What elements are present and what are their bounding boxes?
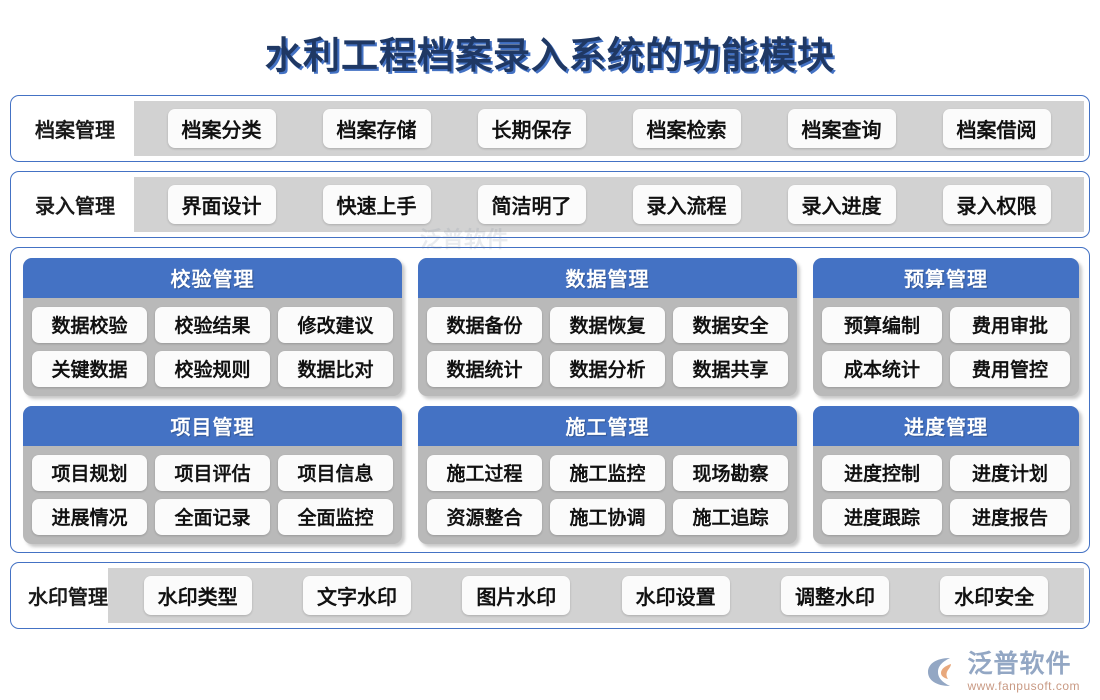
module-grid: 校验管理 数据校验 校验结果 修改建议 关键数据 校验规则 数据比对 数据管理 [10,247,1090,553]
card-item[interactable]: 进度计划 [950,455,1070,491]
band-item[interactable]: 水印设置 [621,576,730,615]
card-item[interactable]: 施工协调 [550,499,665,535]
card-item[interactable]: 进展情况 [32,499,147,535]
band-item[interactable]: 水印安全 [940,576,1049,615]
card-item[interactable]: 数据备份 [427,307,542,343]
band-label: 档案管理 [35,120,115,142]
card-item[interactable]: 全面记录 [155,499,270,535]
card-item[interactable]: 资源整合 [427,499,542,535]
band-item[interactable]: 档案查询 [787,109,896,148]
card-line: 施工过程 施工监控 现场勘察 [427,455,788,491]
card-line: 进展情况 全面记录 全面监控 [32,499,393,535]
card-item[interactable]: 施工追踪 [673,499,788,535]
card-item[interactable]: 项目评估 [155,455,270,491]
band-watermark-management: 水印管理 水印类型 文字水印 图片水印 水印设置 调整水印 水印安全 [10,562,1090,629]
card-project-management: 项目管理 项目规划 项目评估 项目信息 进展情况 全面记录 全面监控 [23,406,402,544]
card-title: 校验管理 [23,258,402,298]
band-item[interactable]: 界面设计 [167,185,276,224]
card-body: 施工过程 施工监控 现场勘察 资源整合 施工协调 施工追踪 [418,446,797,535]
fanpu-logo-icon [928,658,952,686]
card-data-management: 数据管理 数据备份 数据恢复 数据安全 数据统计 数据分析 数据共享 [418,258,797,396]
module-grid-row: 校验管理 数据校验 校验结果 修改建议 关键数据 校验规则 数据比对 数据管理 [23,258,1079,396]
brand-url: www.fanpusoft.com [967,679,1080,693]
card-item[interactable]: 全面监控 [278,499,393,535]
band-item[interactable]: 水印类型 [143,576,252,615]
brand-name: 泛普软件 [967,650,1072,678]
band-item[interactable]: 录入流程 [632,185,741,224]
card-item[interactable]: 校验规则 [155,351,270,387]
card-item[interactable]: 数据分析 [550,351,665,387]
card-title: 项目管理 [23,406,402,446]
band-item[interactable]: 长期保存 [477,109,586,148]
card-item[interactable]: 关键数据 [32,351,147,387]
brand-texts: 泛普软件 www.fanpusoft.com [967,650,1080,693]
card-schedule-management: 进度管理 进度控制 进度计划 进度跟踪 进度报告 [813,406,1079,544]
card-item[interactable]: 修改建议 [278,307,393,343]
card-construction-management: 施工管理 施工过程 施工监控 现场勘察 资源整合 施工协调 施工追踪 [418,406,797,544]
card-item[interactable]: 校验结果 [155,307,270,343]
card-item[interactable]: 项目规划 [32,455,147,491]
card-item[interactable]: 成本统计 [822,351,942,387]
card-item[interactable]: 费用管控 [950,351,1070,387]
band-item[interactable]: 图片水印 [462,576,571,615]
band-label: 水印管理 [28,587,108,609]
band-item[interactable]: 文字水印 [302,576,411,615]
card-line: 成本统计 费用管控 [822,351,1070,387]
card-item[interactable]: 数据统计 [427,351,542,387]
card-item[interactable]: 数据安全 [673,307,788,343]
card-body: 数据校验 校验结果 修改建议 关键数据 校验规则 数据比对 [23,298,402,387]
band-entry-management: 录入管理 界面设计 快速上手 简洁明了 录入流程 录入进度 录入权限 [10,171,1090,238]
card-line: 进度跟踪 进度报告 [822,499,1070,535]
card-item[interactable]: 施工过程 [427,455,542,491]
band-label: 录入管理 [35,196,115,218]
card-line: 进度控制 进度计划 [822,455,1070,491]
card-item[interactable]: 数据共享 [673,351,788,387]
band-item[interactable]: 档案检索 [632,109,741,148]
card-item[interactable]: 现场勘察 [673,455,788,491]
card-body: 进度控制 进度计划 进度跟踪 进度报告 [813,446,1079,535]
band-item[interactable]: 档案存储 [322,109,431,148]
band-item-strip: 界面设计 快速上手 简洁明了 录入流程 录入进度 录入权限 [134,177,1084,232]
band-item-strip: 水印类型 文字水印 图片水印 水印设置 调整水印 水印安全 [108,568,1084,623]
card-item[interactable]: 进度跟踪 [822,499,942,535]
card-item[interactable]: 项目信息 [278,455,393,491]
card-title: 预算管理 [813,258,1079,298]
card-body: 数据备份 数据恢复 数据安全 数据统计 数据分析 数据共享 [418,298,797,387]
card-budget-management: 预算管理 预算编制 费用审批 成本统计 费用管控 [813,258,1079,396]
page-title: 水利工程档案录入系统的功能模块 [265,36,835,77]
card-item[interactable]: 数据比对 [278,351,393,387]
card-line: 预算编制 费用审批 [822,307,1070,343]
module-grid-row: 项目管理 项目规划 项目评估 项目信息 进展情况 全面记录 全面监控 施工管理 [23,406,1079,544]
card-item[interactable]: 数据校验 [32,307,147,343]
card-item[interactable]: 进度报告 [950,499,1070,535]
band-archive-management: 档案管理 档案分类 档案存储 长期保存 档案检索 档案查询 档案借阅 [10,95,1090,162]
card-item[interactable]: 费用审批 [950,307,1070,343]
card-item[interactable]: 预算编制 [822,307,942,343]
card-title: 进度管理 [813,406,1079,446]
card-title: 施工管理 [418,406,797,446]
card-line: 资源整合 施工协调 施工追踪 [427,499,788,535]
band-item[interactable]: 档案借阅 [942,109,1051,148]
band-item-strip: 档案分类 档案存储 长期保存 档案检索 档案查询 档案借阅 [134,101,1084,156]
card-title: 数据管理 [418,258,797,298]
card-verification-management: 校验管理 数据校验 校验结果 修改建议 关键数据 校验规则 数据比对 [23,258,402,396]
card-line: 关键数据 校验规则 数据比对 [32,351,393,387]
card-item[interactable]: 施工监控 [550,455,665,491]
card-line: 数据统计 数据分析 数据共享 [427,351,788,387]
card-item[interactable]: 进度控制 [822,455,942,491]
band-item[interactable]: 录入进度 [787,185,896,224]
band-item[interactable]: 调整水印 [780,576,889,615]
band-item[interactable]: 简洁明了 [477,185,586,224]
card-item[interactable]: 数据恢复 [550,307,665,343]
band-item[interactable]: 录入权限 [942,185,1051,224]
card-body: 预算编制 费用审批 成本统计 费用管控 [813,298,1079,387]
card-line: 项目规划 项目评估 项目信息 [32,455,393,491]
card-line: 数据校验 校验结果 修改建议 [32,307,393,343]
band-item[interactable]: 档案分类 [167,109,276,148]
card-line: 数据备份 数据恢复 数据安全 [427,307,788,343]
band-item[interactable]: 快速上手 [322,185,431,224]
card-body: 项目规划 项目评估 项目信息 进展情况 全面记录 全面监控 [23,446,402,535]
brand-logo: 泛普软件 www.fanpusoft.com [924,652,1080,692]
